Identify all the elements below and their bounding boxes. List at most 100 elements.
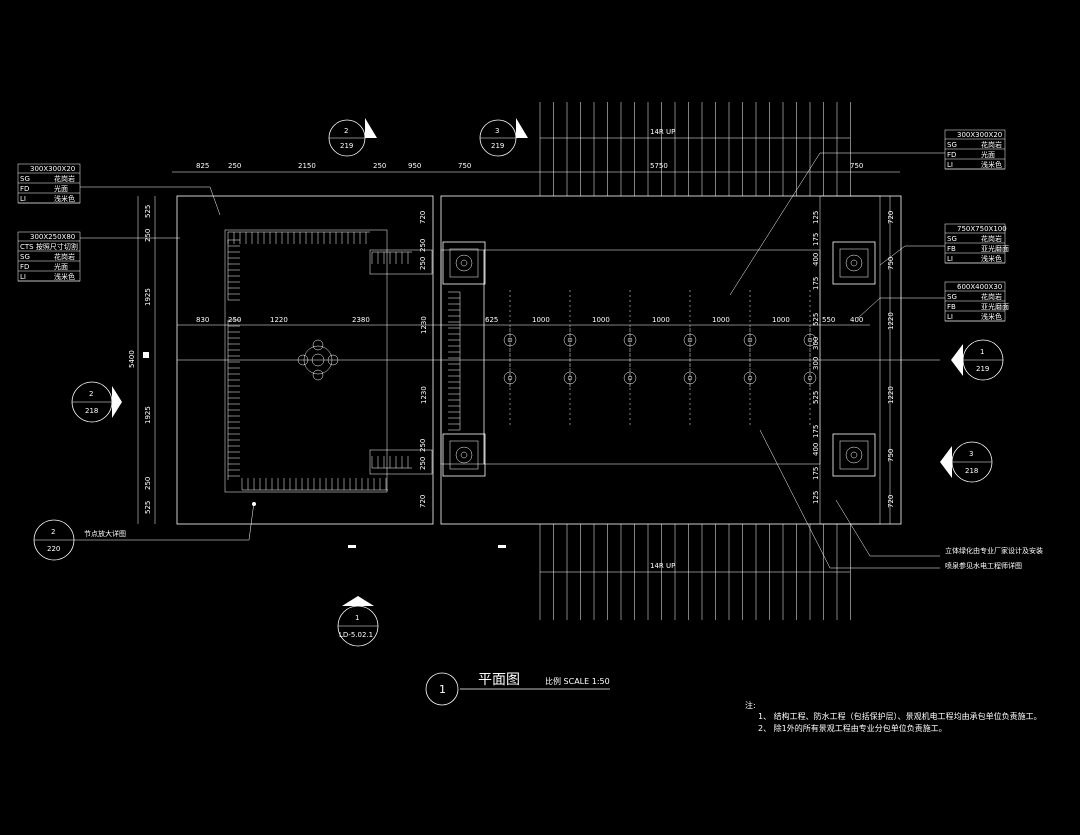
- material-code: FB: [947, 303, 956, 311]
- svg-text:250: 250: [419, 439, 427, 452]
- leader-lines: [80, 152, 945, 569]
- material-code: FB: [947, 245, 956, 253]
- title-name: 平面图: [478, 672, 520, 688]
- dim-label: 125: [812, 491, 820, 504]
- fountain-jet: [683, 328, 697, 428]
- material-tag-size: 600X400X30: [957, 283, 1002, 291]
- svg-text:250: 250: [144, 477, 152, 490]
- svg-text:2150: 2150: [298, 162, 316, 170]
- dim-label: 175: [812, 233, 820, 246]
- svg-text:400: 400: [850, 316, 863, 324]
- svg-text:218: 218: [965, 467, 978, 475]
- svg-text:720: 720: [887, 495, 895, 508]
- svg-text:220: 220: [47, 545, 60, 553]
- dims-top: 825 250 2150 250 950 750 5750 750: [196, 162, 863, 170]
- svg-text:720: 720: [887, 211, 895, 224]
- dimension-lines: [137, 171, 940, 524]
- svg-text:750: 750: [887, 449, 895, 462]
- material-desc: 光面: [981, 150, 995, 159]
- planter-box: [442, 241, 486, 285]
- dims-right: 720 750 1220 1220 750 720: [887, 211, 895, 508]
- svg-text:1000: 1000: [712, 316, 730, 324]
- planter-box: [832, 433, 876, 477]
- dim-label: 300: [812, 357, 820, 370]
- material-desc: 亚光磨面: [981, 302, 1009, 311]
- svg-text:1: 1: [980, 348, 984, 356]
- svg-text:250: 250: [144, 229, 152, 242]
- dims-mid-row: 830 250 1220 2380 625 1000 1000 1000 100…: [196, 316, 863, 324]
- svg-text:LD-5.02.1: LD-5.02.1: [339, 631, 373, 639]
- section-marker-left: 2 218: [71, 381, 122, 423]
- material-desc: 光面: [54, 262, 68, 271]
- svg-text:5750: 5750: [650, 162, 668, 170]
- material-desc: 浅米色: [981, 160, 1002, 169]
- section-marker-top-mid: 3 219: [479, 118, 528, 157]
- material-desc: 亚光磨面: [981, 244, 1009, 253]
- material-code: FD: [20, 263, 29, 271]
- material-desc: 花岗岩: [54, 174, 75, 183]
- axis-ticks: [143, 352, 506, 548]
- svg-text:1000: 1000: [772, 316, 790, 324]
- svg-text:1230: 1230: [420, 386, 428, 404]
- svg-text:750: 750: [458, 162, 471, 170]
- material-code: SG: [947, 293, 957, 301]
- svg-text:219: 219: [491, 142, 504, 150]
- svg-text:1000: 1000: [652, 316, 670, 324]
- svg-text:2、 除1外的所有景观工程由专业分包单位负责施工。: 2、 除1外的所有景观工程由专业分包单位负责施工。: [758, 723, 947, 733]
- stair-label-top: 14R UP: [650, 128, 675, 136]
- svg-text:2: 2: [344, 127, 348, 135]
- fountain-jet: [743, 328, 757, 428]
- material-desc: 浅米色: [54, 194, 75, 203]
- svg-text:1925: 1925: [144, 406, 152, 424]
- dim-label: 175: [812, 425, 820, 438]
- svg-text:219: 219: [340, 142, 353, 150]
- material-code: LI: [947, 161, 953, 169]
- material-desc: 浅米色: [981, 312, 1002, 321]
- section-marker-right-bottom: 3 218: [940, 441, 993, 483]
- fountain-jet: [623, 328, 637, 428]
- svg-text:3: 3: [495, 127, 499, 135]
- svg-text:250: 250: [419, 457, 427, 470]
- material-desc: 浅米色: [54, 272, 75, 281]
- svg-text:3: 3: [969, 450, 973, 458]
- stair-label-bottom: 14R UP: [650, 562, 675, 570]
- svg-text:218: 218: [85, 407, 98, 415]
- material-desc: 光面: [54, 184, 68, 193]
- svg-text:720: 720: [419, 211, 427, 224]
- svg-text:830: 830: [196, 316, 209, 324]
- svg-text:1: 1: [439, 683, 446, 696]
- section-marker-right-top: 1 219: [951, 339, 1004, 381]
- stair-top: 14R UP: [539, 102, 851, 196]
- material-code: LI: [20, 273, 26, 281]
- dim-label: 400: [812, 253, 820, 266]
- fountain-jet: [503, 328, 517, 428]
- planter-box: [832, 241, 876, 285]
- svg-text:250: 250: [228, 316, 241, 324]
- svg-text:720: 720: [419, 495, 427, 508]
- material-code: LI: [947, 255, 953, 263]
- planter-box: [442, 433, 486, 477]
- callout-fountain: 喷泉参见水电工程师详图: [945, 561, 1022, 570]
- svg-text:2: 2: [51, 528, 55, 536]
- material-tag-size: 300X250X80: [30, 233, 75, 241]
- svg-text:1、 结构工程、防水工程（包括保护层）、景观机电工程均由承包: 1、 结构工程、防水工程（包括保护层）、景观机电工程均由承包单位负责施工。: [758, 711, 1042, 721]
- material-code: SG: [20, 175, 30, 183]
- section-marker-top-left: 2 219: [328, 118, 377, 157]
- material-code: SG: [947, 141, 957, 149]
- svg-text:2380: 2380: [352, 316, 370, 324]
- planter-boxes: [442, 241, 876, 477]
- material-code: FD: [20, 185, 29, 193]
- material-code: CTS 按照尺寸切割: [20, 242, 78, 251]
- material-desc: 花岗岩: [981, 234, 1002, 243]
- material-desc: 花岗岩: [981, 140, 1002, 149]
- material-code: LI: [20, 195, 26, 203]
- callouts: 立体绿化由专业厂家设计及安装 喷泉参见水电工程师详图: [945, 546, 1043, 570]
- material-code: SG: [947, 235, 957, 243]
- svg-text:250: 250: [373, 162, 386, 170]
- detail-marker: 2 220 节点放大详图: [33, 501, 256, 561]
